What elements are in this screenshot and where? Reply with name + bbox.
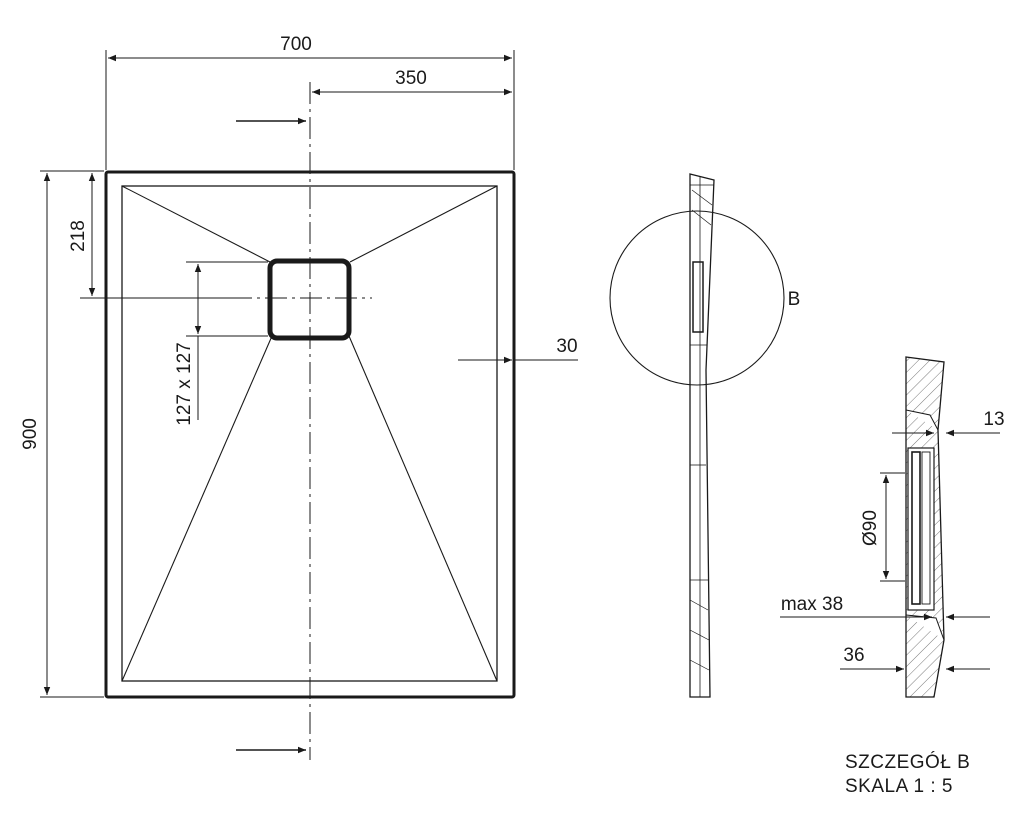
dim-width: 700 — [280, 34, 312, 55]
dim-tray-height: 36 — [843, 645, 864, 666]
detail-circle — [609, 210, 785, 386]
side-section — [609, 173, 785, 698]
dim-half-width: 350 — [395, 68, 427, 89]
detail-scale: SKALA 1 : 5 — [845, 776, 953, 797]
detail-title: SZCZEGÓŁ B — [845, 751, 970, 773]
dim-height: 900 — [20, 418, 41, 450]
dim-drain-size: 127 x 127 — [174, 342, 195, 425]
detail-b — [905, 356, 945, 698]
plan-dimensions — [43, 54, 530, 754]
detail-marker: B — [788, 289, 801, 310]
dim-drain-offset: 218 — [68, 220, 89, 252]
detail-dimensions — [780, 429, 1000, 673]
dim-drain-diameter: Ø90 — [860, 510, 881, 546]
dim-rim-thickness: 13 — [983, 409, 1004, 430]
dim-max-height: max 38 — [781, 594, 843, 615]
dim-rim: 30 — [556, 336, 577, 357]
plan-view — [40, 50, 578, 760]
